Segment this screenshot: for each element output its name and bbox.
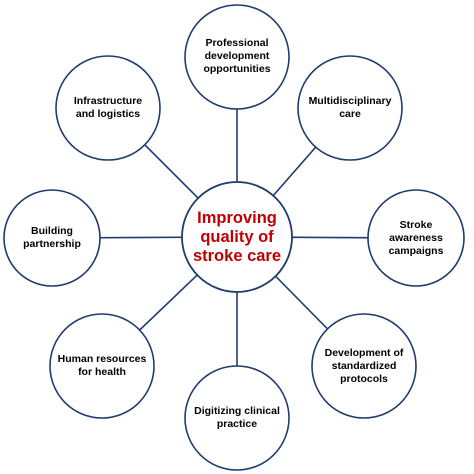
node-label-building-partnership: Building partnership	[23, 225, 81, 250]
node-circle-professional-development	[184, 4, 290, 110]
node-circle-human-resources	[49, 313, 155, 419]
node-label-human-resources: Human resources for health	[57, 353, 147, 378]
node-circle-multidisciplinary-care	[297, 55, 403, 161]
center-label: Improving quality of stroke care	[192, 208, 282, 265]
node-label-digitizing-clinical-practice: Digitizing clinical practice	[194, 405, 280, 430]
node-label-infrastructure-logistics: Infrastructure and logistics	[73, 95, 143, 120]
node-label-professional-development: Professional development opportunities	[203, 36, 271, 75]
node-circle-stroke-awareness	[367, 189, 465, 287]
node-circle-standardized-protocols	[311, 313, 417, 419]
node-circle-digitizing-clinical-practice	[184, 365, 290, 471]
node-label-stroke-awareness: Stroke awareness campaigns	[388, 218, 444, 257]
node-circle-building-partnership	[3, 189, 101, 287]
node-circles	[3, 4, 465, 471]
center-circle	[181, 181, 293, 293]
node-label-multidisciplinary-care: Multidisciplinary care	[308, 95, 392, 120]
node-circle-infrastructure-logistics	[55, 55, 161, 161]
node-label-standardized-protocols: Development of standardized protocols	[324, 346, 404, 385]
